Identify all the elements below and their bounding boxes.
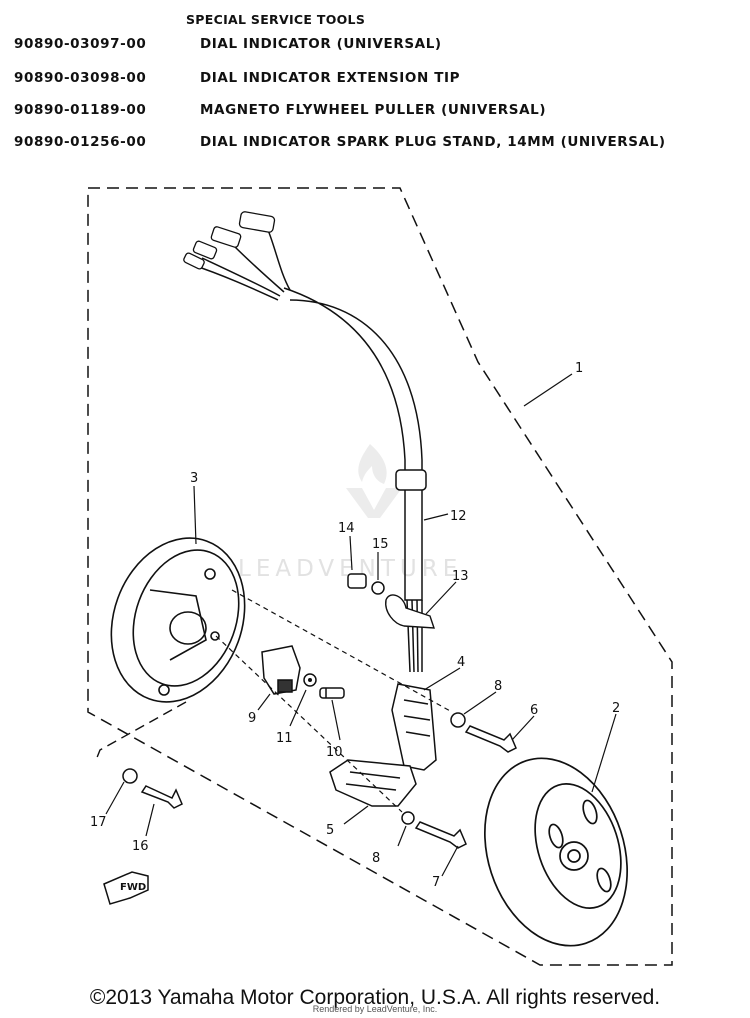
tool-description: DIAL INDICATOR (UNIVERSAL) [200,36,442,52]
callout-17: 17 [90,815,107,830]
screw-10 [319,687,345,699]
assembly-outline [87,187,673,966]
callout-5: 5 [326,823,334,838]
tool-part-number: 90890-03098-00 [14,70,147,86]
callout-13: 13 [452,569,469,584]
callout-15: 15 [372,537,389,552]
callout-labels: 1 2 3 4 5 6 7 8 8 9 10 11 12 13 14 15 16… [90,361,620,890]
callout-16: 16 [132,839,149,854]
tool-description: MAGNETO FLYWHEEL PULLER (UNIVERSAL) [200,102,547,118]
copyright-notice: ©2013 Yamaha Motor Corporation, U.S.A. A… [89,986,661,1009]
callout-4: 4 [457,655,465,670]
washer-8b [401,811,415,825]
tool-part-number: 90890-03097-00 [14,36,147,52]
source-coil [391,683,437,771]
tool-part-number: 90890-01189-00 [14,102,147,118]
callout-14: 14 [338,521,355,536]
callout-8a: 8 [494,679,502,694]
bolt-group-outline [95,701,187,761]
tool-row: 90890-03098-00 DIAL INDICATOR EXTENSION … [14,70,744,88]
screw-14 [347,573,367,589]
callout-12: 12 [450,509,467,524]
tool-row: 90890-03097-00 DIAL INDICATOR (UNIVERSAL… [14,36,744,54]
tool-row: 90890-01189-00 MAGNETO FLYWHEEL PULLER (… [14,102,744,120]
bolt-16 [140,785,183,809]
bolt-6 [464,725,517,753]
callout-6: 6 [530,703,538,718]
leader-lines [105,373,617,877]
washer-8a [450,712,466,728]
wire-connectors [183,211,276,270]
callout-2: 2 [612,701,620,716]
bolt-7 [414,821,467,849]
callout-10: 10 [326,745,343,760]
tool-description: DIAL INDICATOR SPARK PLUG STAND, 14MM (U… [200,134,666,150]
harness-clamp [385,594,435,629]
rendered-by-notice: Rendered by LeadVenture, Inc. [312,1004,438,1014]
callout-3: 3 [190,471,198,486]
tool-part-number: 90890-01256-00 [14,134,147,150]
stator-base-plate [110,537,246,703]
callout-1: 1 [575,361,583,376]
tool-row: 90890-01256-00 DIAL INDICATOR SPARK PLUG… [14,134,744,152]
tool-description: DIAL INDICATOR EXTENSION TIP [200,70,461,86]
washer-17 [122,768,138,784]
washer-15 [371,581,385,595]
callout-11: 11 [276,731,293,746]
callout-8b: 8 [372,851,380,866]
fwd-label: FWD [120,882,146,893]
charge-coil [329,759,417,807]
pickup-coil [261,645,301,695]
leadventure-logo-icon [346,444,402,518]
callout-7: 7 [432,875,440,890]
tools-heading: SPECIAL SERVICE TOOLS [186,12,366,27]
flywheel [483,757,629,947]
fwd-arrow-icon [103,871,149,905]
callout-9: 9 [248,711,256,726]
